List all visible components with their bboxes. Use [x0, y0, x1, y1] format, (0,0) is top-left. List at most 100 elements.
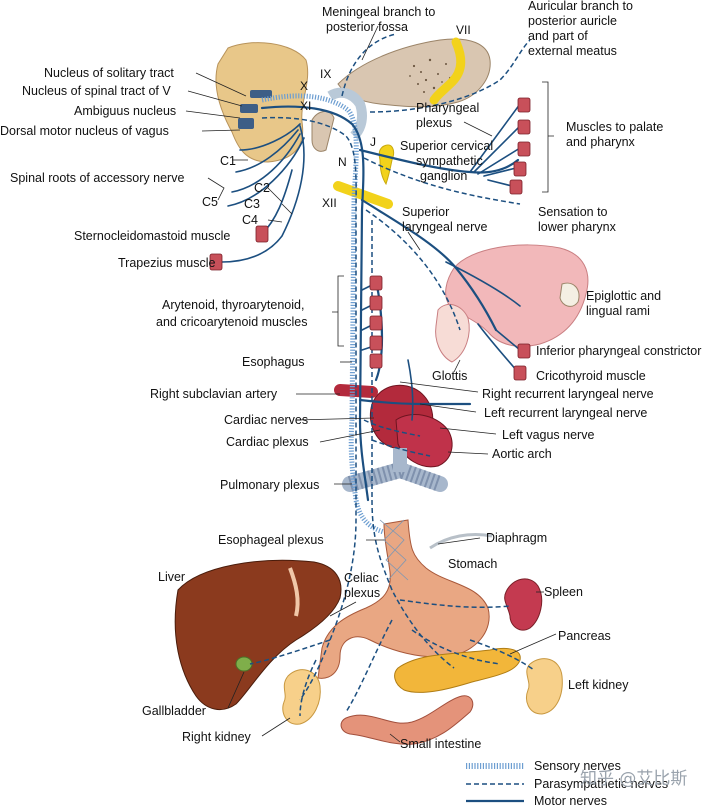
jugular-tube — [327, 87, 367, 140]
label-meningeal-2: posterior fossa — [326, 20, 408, 34]
pancreas — [394, 647, 521, 693]
liver — [174, 559, 342, 711]
label-c5: C5 — [202, 195, 218, 209]
label-c2: C2 — [254, 181, 270, 195]
label-pulmonary-plexus: Pulmonary plexus — [220, 478, 319, 492]
label-muscles-palate-1: Muscles to palate — [566, 120, 663, 134]
label-ix: IX — [320, 67, 331, 81]
pharynx-muscle-blocks — [509, 97, 531, 195]
label-spinal-v: Nucleus of spinal tract of V — [22, 84, 171, 98]
label-spleen: Spleen — [544, 585, 583, 599]
label-auricular-4: external meatus — [528, 44, 617, 58]
label-celiac-2: plexus — [344, 586, 380, 600]
spleen — [504, 578, 543, 631]
label-muscles-palate-2: and pharynx — [566, 135, 636, 149]
esophageal-plexus-mesh — [379, 519, 409, 581]
skull-base — [337, 38, 491, 108]
label-ambiguus: Ambiguus nucleus — [74, 104, 176, 118]
label-x: X — [300, 79, 308, 93]
diaphragm-line — [429, 533, 493, 550]
label-left-recurrent: Left recurrent laryngeal nerve — [484, 406, 647, 420]
epiglottic-branch — [445, 261, 521, 307]
label-esophageal-plexus: Esophageal plexus — [218, 533, 324, 547]
label-spinal-roots: Spinal roots of accessory nerve — [10, 171, 184, 185]
label-superior-cervical-3: ganglion — [420, 169, 467, 183]
legend-sensory-label: Sensory nerves — [534, 759, 621, 773]
styloid — [311, 111, 335, 152]
label-arytenoid-1: Arytenoid, thyroarytenoid, — [162, 298, 304, 312]
label-c1: C1 — [220, 154, 236, 168]
label-sternocleidomastoid: Sternocleidomastoid muscle — [74, 229, 230, 243]
legend-motor-label: Motor nerves — [534, 794, 607, 808]
label-inferior-constrictor: Inferior pharyngeal constrictor — [536, 344, 701, 358]
label-pharyngeal-plexus-1: Pharyngeal — [416, 101, 479, 115]
brainstem-nuclei-dots — [238, 90, 272, 129]
vagus-motor-trunk — [260, 105, 370, 502]
legend-para-label: Parasympathetic nerves — [534, 777, 668, 791]
vagus-sensory-trunk — [261, 93, 385, 535]
label-small-intestine: Small intestine — [400, 737, 481, 751]
label-liver: Liver — [158, 570, 185, 584]
brainstem-section — [215, 42, 309, 163]
label-cardiac-nerves: Cardiac nerves — [224, 413, 308, 427]
abdominal-branches — [249, 599, 535, 717]
label-stomach: Stomach — [448, 557, 497, 571]
label-auricular-1: Auricular branch to — [528, 0, 633, 13]
label-sensation-lower-1: Sensation to — [538, 205, 608, 219]
vagus-para-trunk-2 — [371, 220, 455, 669]
gallbladder — [235, 656, 253, 672]
pulmonary-bronchi — [342, 448, 448, 492]
trapezius-muscle-block — [209, 253, 223, 271]
label-pharyngeal-plexus-2: plexus — [416, 116, 452, 130]
meningeal-branch — [341, 33, 397, 97]
label-n: N — [338, 155, 347, 169]
left-kidney — [526, 658, 563, 715]
label-auricular-3: and part of — [528, 29, 588, 43]
superior-cervical-ganglion — [378, 144, 395, 186]
label-cricothyroid: Cricothyroid muscle — [536, 369, 646, 383]
label-dorsal-motor: Dorsal motor nucleus of vagus — [0, 124, 169, 138]
label-arytenoid-2: and cricoarytenoid muscles — [156, 315, 307, 329]
heart-body — [395, 414, 453, 468]
label-right-kidney: Right kidney — [182, 730, 252, 744]
muscles-palate-bracket — [542, 81, 554, 193]
scm-muscle-block — [255, 225, 269, 243]
label-c3: C3 — [244, 197, 260, 211]
label-pancreas: Pancreas — [558, 629, 611, 643]
small-intestine — [340, 695, 474, 745]
label-celiac-1: Celiac — [344, 571, 379, 585]
label-solitary: Nucleus of solitary tract — [44, 66, 174, 80]
inferior-constrictor-block — [517, 343, 531, 359]
epiglottis — [559, 282, 580, 307]
label-gallbladder: Gallbladder — [142, 704, 206, 718]
label-trapezius: Trapezius muscle — [118, 256, 216, 270]
label-left-vagus: Left vagus nerve — [502, 428, 594, 442]
watermark: 知乎 @艾比斯 — [580, 769, 687, 789]
label-superior-cervical-1: Superior cervical — [400, 139, 493, 153]
facial-nerve-vii — [429, 37, 466, 105]
label-epiglottic-1: Epiglottic and — [586, 289, 661, 303]
legend: Sensory nerves Parasympathetic nerves Mo… — [466, 759, 668, 808]
label-diaphragm: Diaphragm — [486, 531, 547, 545]
label-right-subclavian: Right subclavian artery — [150, 387, 278, 401]
label-epiglottic-2: lingual rami — [586, 304, 650, 318]
auricular-branch — [369, 39, 531, 113]
label-esophagus: Esophagus — [242, 355, 305, 369]
label-left-kidney: Left kidney — [568, 678, 629, 692]
label-cardiac-plexus: Cardiac plexus — [226, 435, 309, 449]
leader-lines — [185, 25, 557, 743]
pharyngeal-branches — [358, 103, 521, 205]
bone-texture — [409, 58, 452, 93]
vagus-para-trunk — [261, 116, 357, 701]
label-c4: C4 — [242, 213, 258, 227]
liver-ligament — [288, 567, 300, 617]
superior-laryngeal-para — [365, 209, 461, 331]
arytenoid-muscle-blocks — [369, 275, 383, 369]
label-superior-laryngeal-1: Superior — [402, 205, 449, 219]
label-meningeal-1: Meningeal branch to — [322, 5, 435, 19]
label-auricular-2: posterior auricle — [528, 14, 617, 28]
stomach — [317, 519, 490, 679]
cricothyroid-block — [513, 365, 527, 381]
label-aortic-arch: Aortic arch — [492, 447, 552, 461]
